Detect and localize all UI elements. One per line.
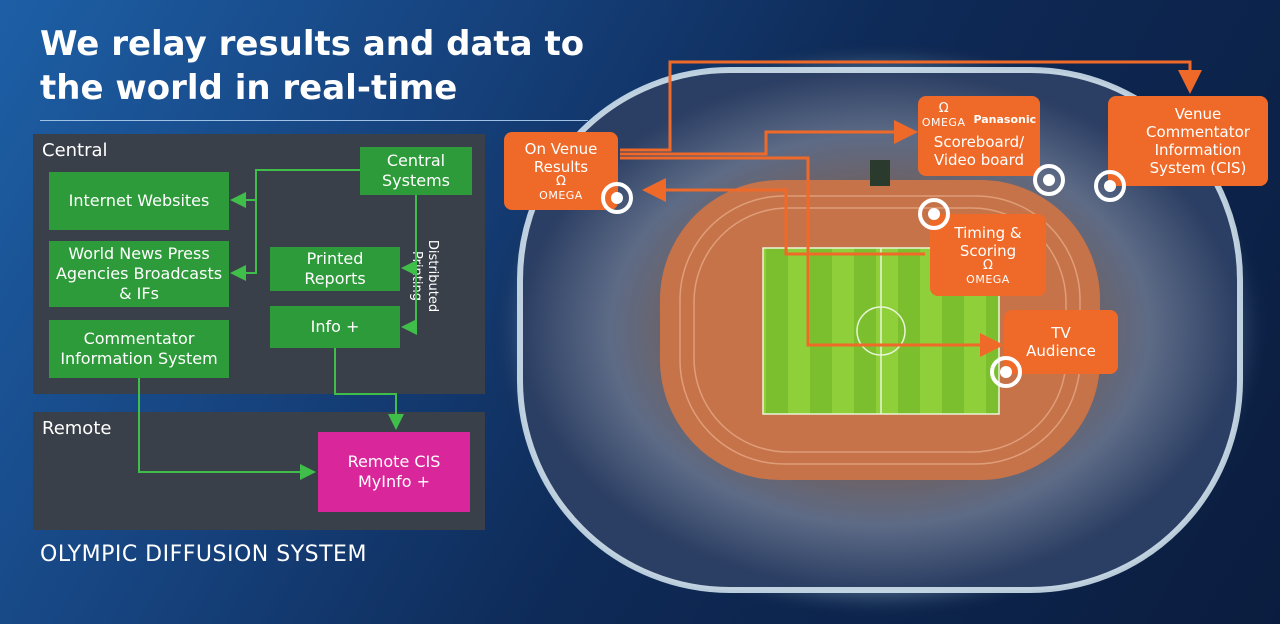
sponsor-logos: Ω OMEGA Panasonic bbox=[921, 101, 1037, 129]
info-plus-box: Info + bbox=[270, 306, 400, 348]
arrow-to-internet bbox=[230, 169, 360, 208]
timing-scoring-label: Timing & Scoring bbox=[954, 224, 1022, 260]
diffusion-system-caption: OLYMPIC DIFFUSION SYSTEM bbox=[40, 542, 367, 567]
arrow-commentator-to-remote bbox=[138, 378, 316, 480]
scoreboard-marker bbox=[1033, 164, 1065, 196]
on-venue-results-box: On Venue Results Ω OMEGA bbox=[504, 132, 618, 210]
title-divider bbox=[40, 120, 588, 121]
omega-logo-icon: Ω bbox=[556, 174, 566, 189]
timing-scoring-box: Timing & Scoring Ω OMEGA bbox=[930, 214, 1046, 296]
stadium-illustration bbox=[490, 40, 1270, 620]
venue-cis-marker bbox=[1094, 170, 1126, 202]
central-systems-box: Central Systems bbox=[360, 147, 472, 195]
timing-scoring-marker bbox=[918, 198, 950, 230]
printed-reports-box: Printed Reports bbox=[270, 247, 400, 291]
venue-cis-box: Venue Commentator Information System (CI… bbox=[1108, 96, 1268, 186]
arrow-timing-to-results bbox=[642, 178, 925, 256]
commentator-info-box: Commentator Information System bbox=[49, 320, 229, 378]
remote-label: Remote bbox=[42, 418, 112, 439]
on-venue-results-marker bbox=[601, 182, 633, 214]
arrow-info-to-remote bbox=[334, 348, 404, 430]
arrow-to-venue-cis bbox=[620, 60, 1202, 152]
panasonic-logo: Panasonic bbox=[973, 113, 1037, 126]
omega-logo-icon: Ω bbox=[983, 258, 993, 273]
remote-cis-box: Remote CIS MyInfo + bbox=[318, 432, 470, 512]
on-venue-results-label: On Venue Results bbox=[524, 140, 598, 176]
scoreboard-label: Scoreboard/ Video board bbox=[933, 133, 1025, 169]
page-title: We relay results and data to the world i… bbox=[40, 24, 585, 108]
tv-audience-box: TV Audience bbox=[1004, 310, 1118, 374]
internet-websites-box: Internet Websites bbox=[49, 172, 229, 230]
arrow-to-info-plus bbox=[401, 268, 417, 335]
world-news-box: World News Press Agencies Broadcasts & I… bbox=[49, 241, 229, 307]
central-label: Central bbox=[42, 140, 108, 161]
arrow-to-scoreboard bbox=[620, 120, 918, 156]
arrow-to-tv bbox=[620, 156, 1004, 357]
tv-audience-marker bbox=[990, 356, 1022, 388]
omega-logo-text: OMEGA bbox=[966, 273, 1010, 286]
omega-logo-icon: Ω bbox=[938, 101, 949, 116]
ods-connectors bbox=[138, 169, 417, 480]
venue-cis-label: Venue Commentator Information System (CI… bbox=[1146, 105, 1250, 177]
scoreboard-box: Ω OMEGA Panasonic Scoreboard/ Video boar… bbox=[918, 96, 1040, 176]
omega-logo-text: OMEGA bbox=[921, 116, 966, 129]
arrow-to-world-news bbox=[230, 200, 257, 281]
tv-audience-label: TV Audience bbox=[1026, 324, 1096, 360]
omega-logo-text: OMEGA bbox=[539, 189, 583, 202]
